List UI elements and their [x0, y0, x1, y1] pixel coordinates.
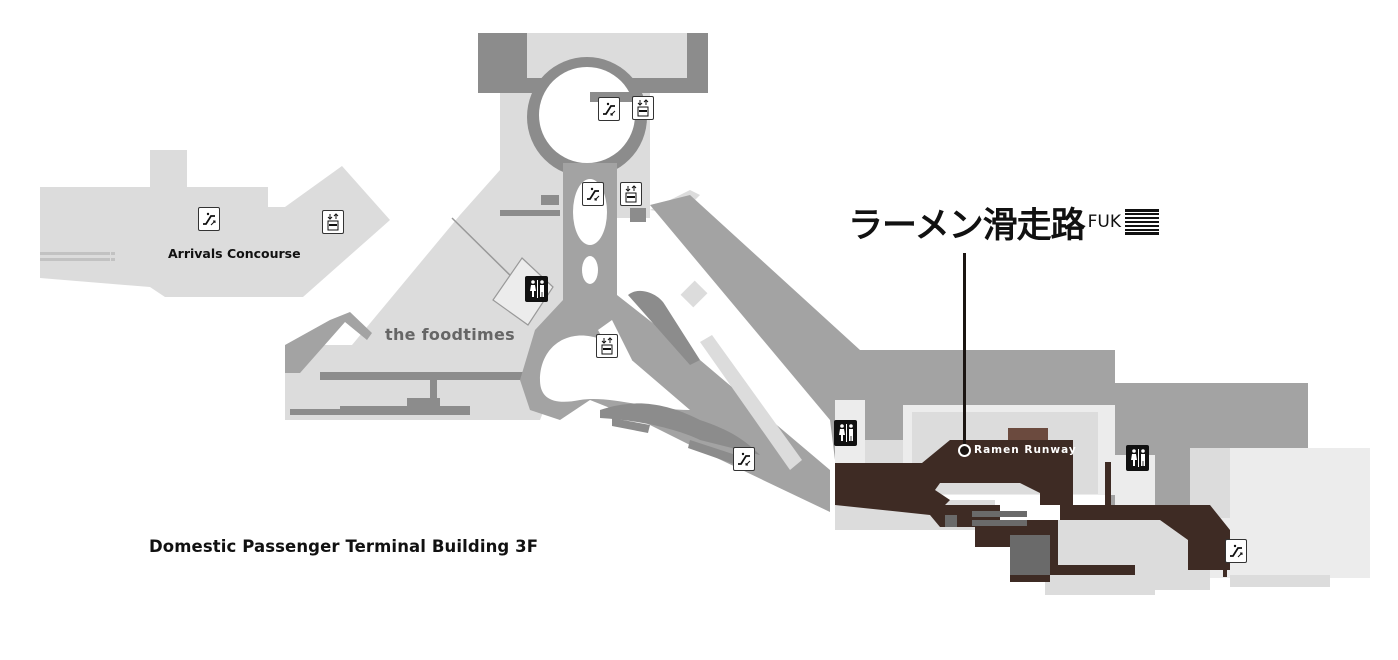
restroom-icon[interactable] [834, 420, 857, 446]
escalator-down-icon[interactable] [733, 447, 755, 471]
food-court-area [285, 170, 580, 420]
floor-title: Domestic Passenger Terminal Building 3F [149, 537, 539, 556]
elevator-icon[interactable] [322, 210, 344, 234]
north-building-area [478, 33, 708, 222]
logo-stripes-icon [1124, 209, 1159, 235]
elevator-icon[interactable] [596, 334, 618, 358]
location-pointer-line [963, 253, 966, 448]
escalator-up-icon[interactable] [198, 207, 220, 231]
ramen-runway-label[interactable]: Ramen Runway [974, 444, 1077, 456]
restroom-icon[interactable] [1126, 445, 1149, 471]
logo-airport-code: FUK [1087, 212, 1121, 232]
area-label-arrivals-concourse: Arrivals Concourse [168, 246, 301, 261]
area-label-foodtimes: the foodtimes [385, 325, 515, 344]
elevator-icon[interactable] [632, 96, 654, 120]
escalator-down-icon[interactable] [582, 182, 604, 206]
ramen-runway-highlight [835, 428, 1230, 582]
escalator-down-icon[interactable] [598, 97, 620, 121]
central-corridor [520, 163, 830, 512]
location-marker-icon[interactable] [958, 444, 971, 457]
escalator-up-icon[interactable] [1225, 539, 1247, 563]
logo-japanese-text: ラーメン滑走路 [848, 205, 1086, 246]
restroom-icon[interactable] [525, 276, 548, 302]
elevator-icon[interactable] [620, 182, 642, 206]
ramen-runway-logo: ラーメン滑走路 FUK [848, 202, 1159, 246]
